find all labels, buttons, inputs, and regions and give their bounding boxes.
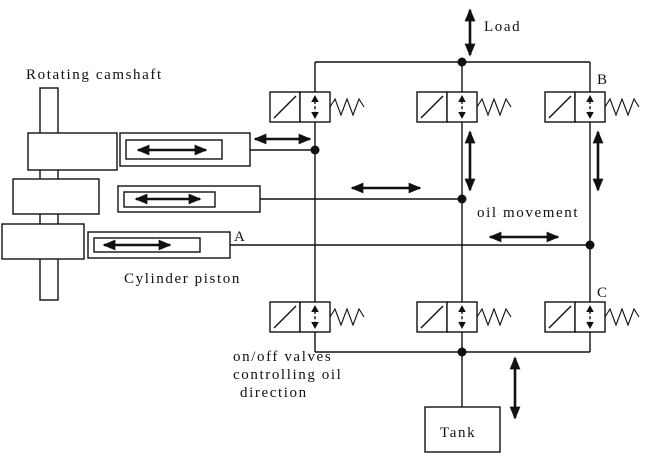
cylinder-2 bbox=[117, 185, 261, 213]
oil-movement-arrows bbox=[253, 8, 604, 420]
valve-bottom-left bbox=[269, 301, 365, 333]
labels: Load Rotating camshaft Cylinder piston o… bbox=[26, 19, 609, 401]
junction-dot-cylinder2 bbox=[457, 194, 467, 204]
oil-movement-label: oil movement bbox=[477, 205, 579, 221]
circuit-pipes bbox=[230, 61, 591, 407]
valve-top-right bbox=[544, 91, 640, 123]
cylinder-1 bbox=[119, 132, 251, 167]
cylinder-piston-label: Cylinder piston bbox=[124, 271, 241, 287]
load-label: Load bbox=[484, 19, 521, 35]
valve-caption-line1: on/off valves bbox=[233, 349, 332, 365]
rotating-camshaft-label: Rotating camshaft bbox=[26, 67, 163, 83]
junction-dot-tank bbox=[457, 347, 467, 357]
junction-dot-cylinder1 bbox=[310, 145, 320, 155]
valve-top-middle bbox=[416, 91, 512, 123]
cam-lobe-3 bbox=[1, 223, 85, 260]
junction-dots bbox=[310, 57, 595, 357]
cam-lobe-2 bbox=[12, 178, 100, 215]
cylinder-3 bbox=[87, 231, 231, 259]
valve-bottom-middle bbox=[416, 301, 512, 333]
tank-label: Tank bbox=[440, 425, 476, 441]
valve-caption-line3: direction bbox=[240, 385, 308, 401]
point-a-label: A bbox=[234, 229, 246, 245]
tank-box bbox=[424, 406, 501, 453]
tank: Tank bbox=[424, 406, 501, 453]
valve-bottom-right bbox=[544, 301, 640, 333]
point-b-label: B bbox=[597, 72, 609, 88]
point-c-label: C bbox=[597, 285, 609, 301]
junction-dot-load bbox=[457, 57, 467, 67]
valve-top-left bbox=[269, 91, 365, 123]
junction-dot-cylinder3 bbox=[585, 240, 595, 250]
camshaft-assembly bbox=[1, 87, 118, 301]
cam-lobe-1 bbox=[27, 132, 118, 171]
valve-caption-line2: controlling oil bbox=[233, 367, 342, 383]
